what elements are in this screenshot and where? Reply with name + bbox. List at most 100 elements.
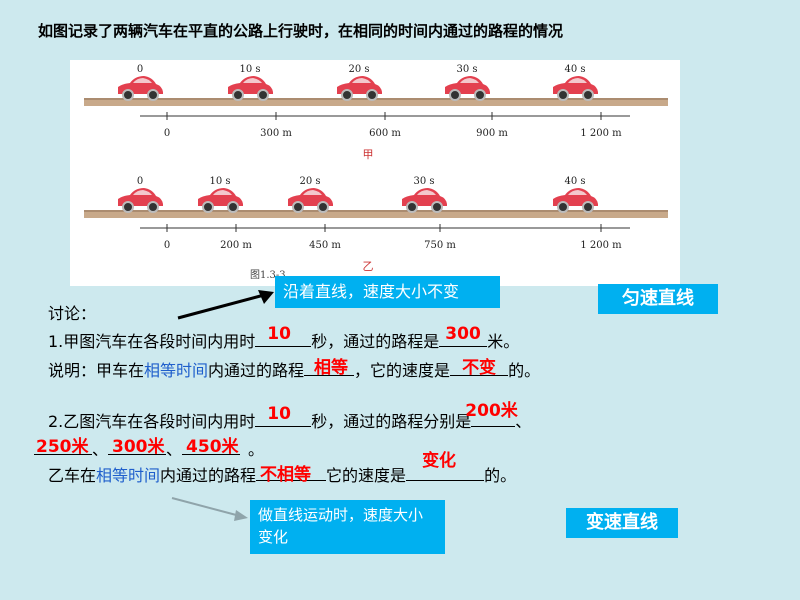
- explain-suffix: 的。: [508, 361, 541, 380]
- q2-sep-3: 、: [166, 440, 183, 459]
- q2-answer-c: 300米: [112, 437, 165, 457]
- q2l3-highlight: 相等时间: [96, 466, 161, 485]
- yi-distance-label: 750 m: [424, 240, 456, 251]
- callout-straight-constant-speed: 沿着直线，速度大小不变: [275, 276, 500, 308]
- arrow-to-bottom-callout: [171, 497, 248, 521]
- car-wheel: [232, 89, 244, 101]
- yi-car: [402, 188, 447, 213]
- jia-car: [228, 76, 273, 101]
- explain-blank-2: 不变: [450, 358, 509, 378]
- q2-answer-d: 450米: [186, 437, 239, 457]
- car-wheel: [431, 201, 443, 213]
- yi-distance-label: 450 m: [309, 240, 341, 251]
- car-wheel: [147, 201, 159, 213]
- q2-blank-d: 450米: [182, 437, 241, 457]
- q2-answer-time: 10: [267, 404, 291, 424]
- car-wheel: [257, 89, 269, 101]
- car-window: [213, 190, 232, 195]
- car-wheel: [292, 201, 304, 213]
- car-wheel: [474, 89, 486, 101]
- yi-distance-label: 0: [164, 240, 170, 251]
- jia-time-label: 40 s: [564, 64, 585, 75]
- jia-distance-label: 900 m: [476, 128, 508, 139]
- yi-distance-label: 1 200 m: [580, 240, 622, 251]
- q2-blank-a: 200米: [465, 401, 518, 427]
- car-wheel: [582, 201, 594, 213]
- q2l3-suffix: 的。: [484, 466, 517, 485]
- explain-answer-equal: 相等: [314, 358, 349, 378]
- yi-time-label: 10 s: [209, 176, 230, 187]
- jia-time-label: 30 s: [456, 64, 477, 75]
- q2-prefix: 2.乙图汽车在各段时间内用时: [48, 412, 256, 431]
- q1-prefix: 1.甲图汽车在各段时间内用时: [48, 332, 256, 351]
- car-window: [243, 78, 262, 83]
- yi-panel-label: 乙: [363, 260, 374, 273]
- car-window: [303, 190, 322, 195]
- explain-answer-constant: 不变: [462, 358, 497, 378]
- arrow-to-callout: [177, 290, 274, 320]
- callout-speed-changes: 做直线运动时，速度大小变化: [250, 500, 445, 554]
- jia-distance-label: 0: [164, 128, 170, 139]
- explain-mid: 内通过的路程: [208, 361, 305, 380]
- car-wheel: [366, 89, 378, 101]
- car-wheel: [449, 89, 461, 101]
- discussion-label: 讨论：: [48, 304, 97, 323]
- q2l3-answer-changing: 变化: [422, 451, 457, 471]
- car-wheel: [557, 201, 569, 213]
- q1-mid: 秒，通过的路程是: [311, 332, 440, 351]
- car-window: [133, 78, 152, 83]
- jia-car: [337, 76, 382, 101]
- q2-blank-b: 250米: [34, 437, 92, 457]
- car-window: [417, 190, 436, 195]
- q2l3-mid: 内通过的路程: [160, 466, 257, 485]
- question-1: 1.甲图汽车在各段时间内用时 10 秒，通过的路程是 300 米。: [48, 324, 520, 352]
- q1-suffix: 米。: [487, 332, 520, 351]
- car-wheel: [341, 89, 353, 101]
- yi-time-label: 0: [137, 176, 143, 187]
- q2-blank-time: 10: [255, 404, 312, 427]
- question-2-line3: 乙车在相等时间内通过的路程不相等它的速度是变化的。: [48, 451, 517, 486]
- jia-road: [84, 98, 668, 106]
- jia-time-label: 20 s: [348, 64, 369, 75]
- q2l3-blank-2: 变化: [406, 451, 485, 481]
- car-window: [568, 190, 587, 195]
- question-2-line2: 250米、300米、450米。: [34, 436, 264, 460]
- car-window: [352, 78, 371, 83]
- q2l3-prefix: 乙车在: [48, 466, 97, 485]
- page-title: 如图记录了两辆汽车在平直的公路上行驶时，在相同的时间内通过的路程的情况: [38, 22, 564, 40]
- car-window: [133, 190, 152, 195]
- car-wheel: [122, 201, 134, 213]
- jia-car: [553, 76, 598, 101]
- car-wheel: [406, 201, 418, 213]
- yi-time-label: 30 s: [413, 176, 434, 187]
- q2-sep-2: 、: [92, 440, 109, 459]
- q1-blank-distance: 300: [439, 324, 488, 347]
- jia-distance-label: 300 m: [260, 128, 292, 139]
- car-wheel: [122, 89, 134, 101]
- jia-car: [445, 76, 490, 101]
- arrow-line: [177, 292, 269, 320]
- arrow-line-bottom: [171, 497, 241, 517]
- q2-sep-1: 、: [515, 412, 532, 431]
- yi-road: [84, 210, 668, 218]
- jia-time-label: 0: [137, 64, 143, 75]
- car-wheel: [227, 201, 239, 213]
- car-window: [460, 78, 479, 83]
- badge-uniform-linear: 匀速直线: [598, 284, 718, 314]
- arrow-head-bottom: [234, 510, 248, 521]
- yi-car: [118, 188, 163, 213]
- explain-mid2: ，它的速度是: [354, 361, 451, 380]
- q2-answer-a: 200米: [465, 401, 518, 421]
- arrow-head: [258, 290, 274, 304]
- q2l3-answer-unequal: 不相等: [260, 465, 312, 485]
- q2-end: 。: [248, 440, 265, 459]
- jia-panel-label: 甲: [363, 148, 374, 161]
- q2-answer-b: 250米: [36, 437, 89, 457]
- car-window: [568, 78, 587, 83]
- yi-time-label: 40 s: [564, 176, 585, 187]
- q1-answer-time: 10: [267, 324, 291, 344]
- yi-car: [288, 188, 333, 213]
- q2-mid: 秒，通过的路程分别是: [311, 412, 472, 431]
- q1-answer-distance: 300: [445, 324, 481, 344]
